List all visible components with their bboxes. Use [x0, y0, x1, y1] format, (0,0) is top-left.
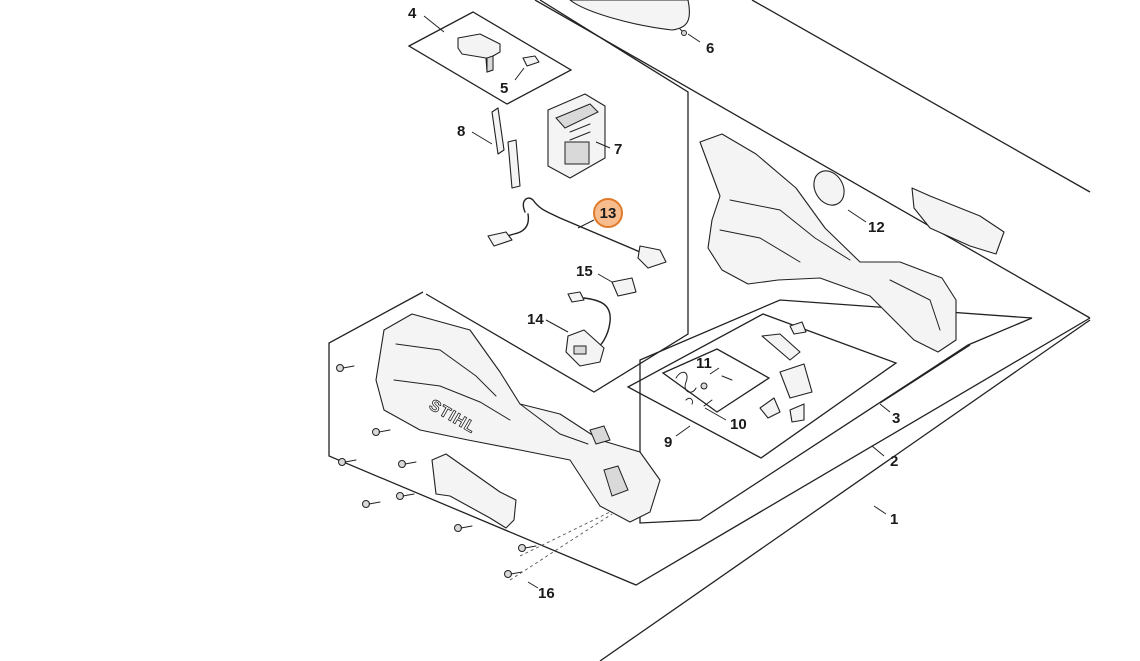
callout-9[interactable]: 9: [664, 434, 672, 451]
callout-8[interactable]: 8: [457, 123, 465, 140]
screw: [372, 428, 391, 436]
callout-15[interactable]: 15: [576, 263, 593, 280]
handle-cover[interactable]: [431, 453, 517, 529]
svg-text:13: 13: [600, 205, 617, 222]
callout-11[interactable]: 11: [696, 355, 712, 372]
part-6-top-cover[interactable]: [569, 0, 690, 36]
part-10-spring-set[interactable]: [675, 371, 733, 407]
assembly-frame-10[interactable]: [661, 348, 771, 413]
assembly-frame-3[interactable]: [639, 299, 1033, 524]
part-5-block[interactable]: [522, 55, 540, 67]
callout-3[interactable]: 3: [892, 410, 900, 427]
part-15-bracket[interactable]: [611, 277, 637, 297]
callout-16[interactable]: 16: [538, 585, 555, 602]
part-12-upper-housing[interactable]: [699, 133, 1005, 353]
assembly-frame-1[interactable]: [599, 0, 1091, 661]
screw: [338, 458, 357, 466]
callout-2[interactable]: 2: [890, 453, 898, 470]
part-4-clip[interactable]: [457, 33, 501, 73]
screw: [504, 570, 523, 578]
callout-13-highlighted[interactable]: 13: [593, 198, 623, 228]
screw: [398, 460, 417, 468]
part-16-screws[interactable]: [336, 364, 613, 581]
callout-14[interactable]: 14: [527, 311, 544, 328]
screw: [518, 544, 537, 552]
part-8-strips[interactable]: [491, 107, 521, 189]
callout-12[interactable]: 12: [868, 219, 885, 236]
part-9-trigger-set[interactable]: [759, 321, 813, 423]
callout-1[interactable]: 1: [890, 511, 898, 528]
screw: [396, 492, 415, 500]
callout-7[interactable]: 7: [614, 141, 622, 158]
part-13-wiring-harness[interactable]: [487, 197, 667, 269]
assembly-frame-wiring[interactable]: [425, 0, 689, 393]
callout-6[interactable]: 6: [706, 40, 714, 57]
callout-5[interactable]: 5: [500, 80, 508, 97]
callout-4[interactable]: 4: [408, 5, 417, 22]
assembly-frame-9[interactable]: [626, 313, 898, 459]
part-7-contact-housing[interactable]: [547, 93, 606, 179]
leader-lines: [423, 15, 891, 589]
lower-housing[interactable]: STIHL: [375, 313, 661, 523]
callout-10[interactable]: 10: [730, 416, 747, 433]
assembly-frame-2[interactable]: [328, 0, 1091, 586]
screw: [362, 500, 381, 508]
screw: [336, 364, 355, 372]
screw: [454, 524, 473, 532]
part-14-switch[interactable]: [565, 291, 611, 367]
assembly-frame-4[interactable]: [407, 11, 573, 105]
callout-labels: 4 5 6 8 7 15 14 12 11 10 9 3 2 1 16 13: [408, 5, 900, 602]
